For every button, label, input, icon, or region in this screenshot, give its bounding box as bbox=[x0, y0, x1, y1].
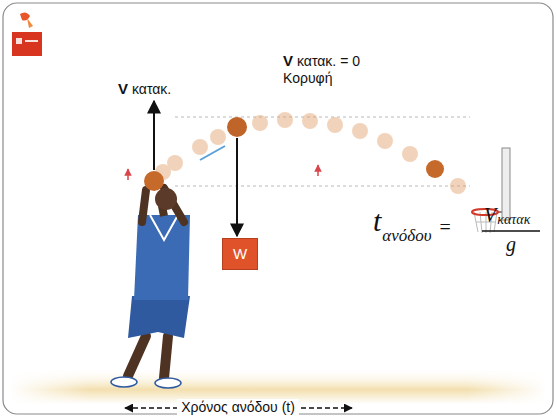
player-figure bbox=[111, 188, 190, 388]
formula-symbol: g bbox=[506, 233, 516, 256]
vector-subscript: κατακ. bbox=[132, 81, 171, 97]
force-symbol: W bbox=[233, 246, 247, 263]
formula-symbol: t bbox=[373, 204, 381, 239]
velocity-arrow bbox=[153, 101, 155, 170]
vector-symbol: V bbox=[118, 80, 128, 97]
ball bbox=[426, 160, 444, 178]
force-box: W bbox=[222, 238, 258, 270]
weight-arrow bbox=[236, 138, 238, 236]
ball bbox=[227, 117, 247, 137]
vector-symbol: V bbox=[283, 52, 293, 69]
trajectory-guides bbox=[175, 117, 470, 186]
fraction-bar bbox=[482, 230, 540, 231]
formula-equals: = bbox=[440, 216, 451, 239]
slide-frame bbox=[3, 3, 553, 414]
time-label: Χρόνος ανόδου (t) bbox=[177, 399, 299, 415]
formula-subscript: κατακ bbox=[497, 212, 530, 228]
apex-condition: κατακ. = 0 bbox=[297, 53, 360, 69]
logo bbox=[12, 10, 42, 56]
formula-subscript: ανόδου bbox=[382, 226, 431, 246]
ball bbox=[144, 171, 164, 191]
apex-label: Κορυφή bbox=[283, 70, 332, 86]
ball-trail bbox=[155, 112, 466, 194]
motion-streak bbox=[200, 146, 225, 160]
formula-symbol: V bbox=[484, 204, 496, 227]
